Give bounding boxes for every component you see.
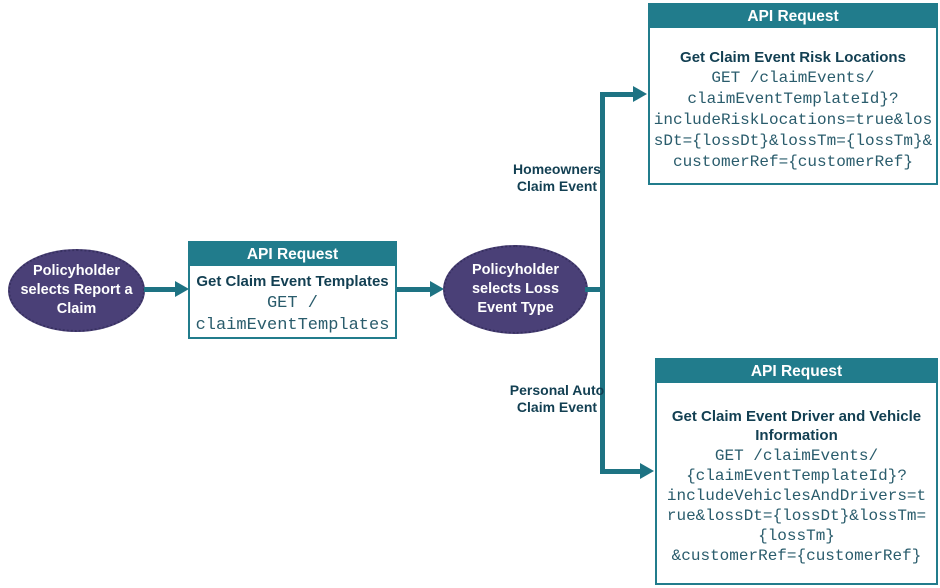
arrow-personal-auto-branch-line [600, 469, 641, 474]
branch-trunk-line [600, 92, 605, 474]
loss-type-ellipse: Policyholder selects Loss Event Type [443, 245, 588, 334]
api-box-header: API Request [650, 5, 936, 28]
start-ellipse: Policyholder selects Report a Claim [8, 249, 145, 332]
api-box-title: Get Claim Event Risk Locations [680, 49, 906, 66]
arrowhead-icon [633, 86, 647, 102]
api-box-code: GET / claimEventTemplates [195, 294, 390, 335]
api-box-code: GET /claimEvents/ {claimEventTemplateId}… [666, 447, 927, 565]
arrowhead-icon [175, 281, 189, 297]
api-box-title: Get Claim Event Templates [196, 273, 389, 290]
arrow-homeowners-branch-line [600, 92, 634, 97]
arrowhead-icon [430, 281, 444, 297]
homeowners-branch-label: Homeowners Claim Event [513, 161, 601, 194]
api-box-title: Get Claim Event Driver and Vehicle Infor… [671, 408, 922, 444]
arrow-templates-to-loss-line [397, 287, 431, 292]
templates-api-box: API Request Get Claim Event Templates GE… [188, 241, 397, 339]
api-box-header: API Request [190, 243, 395, 266]
arrowhead-icon [640, 463, 654, 479]
arrow-start-to-templates-line [144, 287, 178, 292]
driver-vehicle-api-box: API Request Get Claim Event Driver and V… [655, 358, 938, 585]
start-ellipse-label: Policyholder selects Report a Claim [20, 262, 133, 318]
risk-locations-api-box: API Request Get Claim Event Risk Locatio… [648, 3, 938, 185]
api-box-code: GET /claimEvents/ claimEventTemplateId}?… [653, 69, 933, 171]
loss-type-ellipse-label: Policyholder selects Loss Event Type [471, 261, 560, 317]
connector-loss-to-trunk-line [585, 287, 605, 292]
personal-auto-branch-label: Personal Auto Claim Event [509, 382, 605, 415]
api-box-header: API Request [657, 360, 936, 383]
